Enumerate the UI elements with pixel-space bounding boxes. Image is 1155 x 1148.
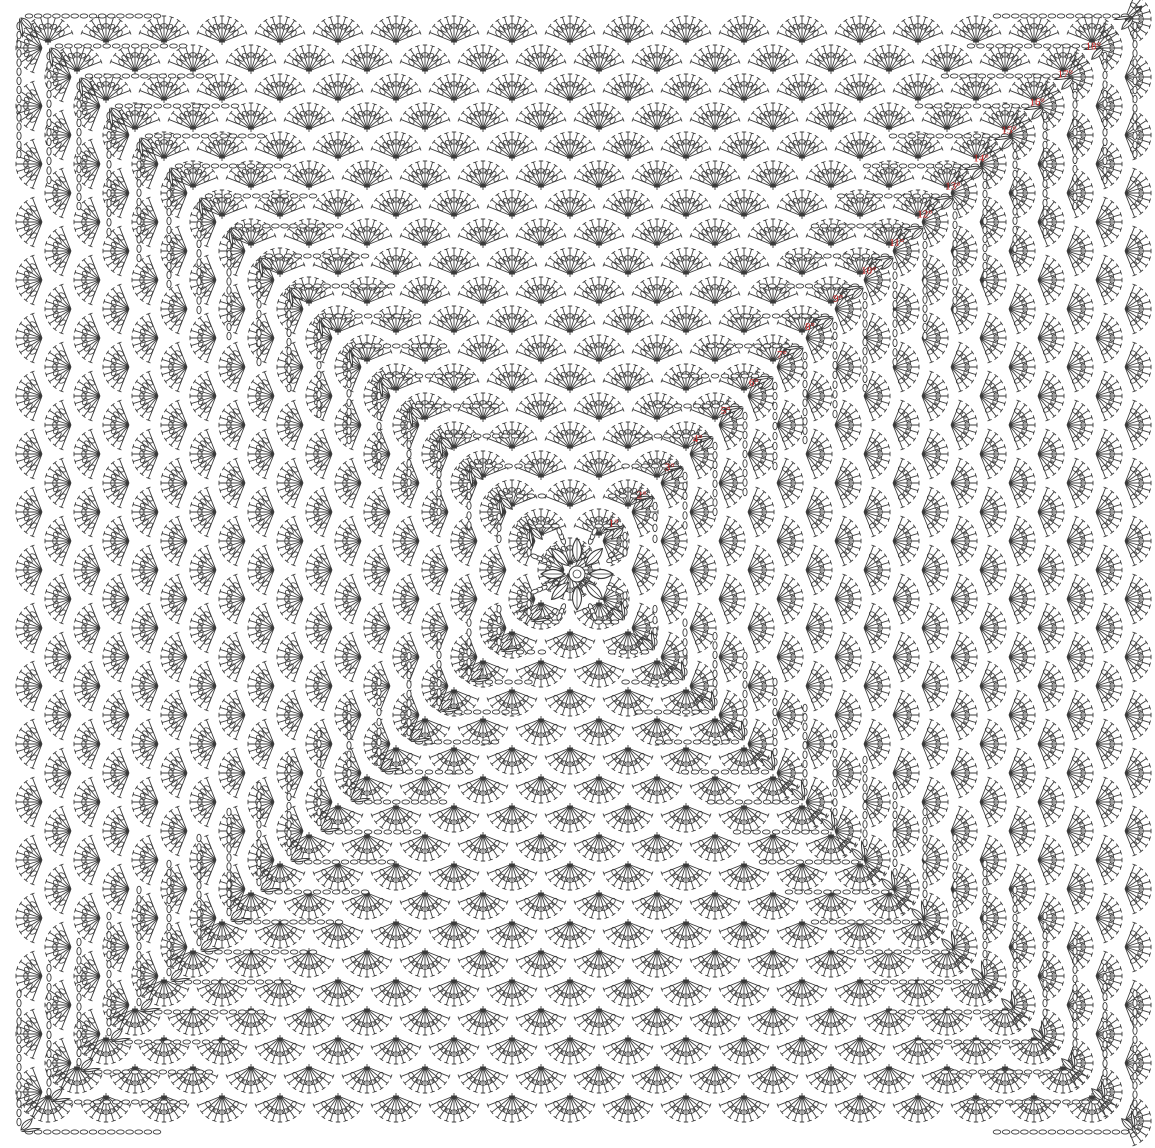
crochet-chart: 1°2°3°4°5°6°7°8°9°10°11°12°13°14°15°16°1… bbox=[0, 0, 1155, 1148]
